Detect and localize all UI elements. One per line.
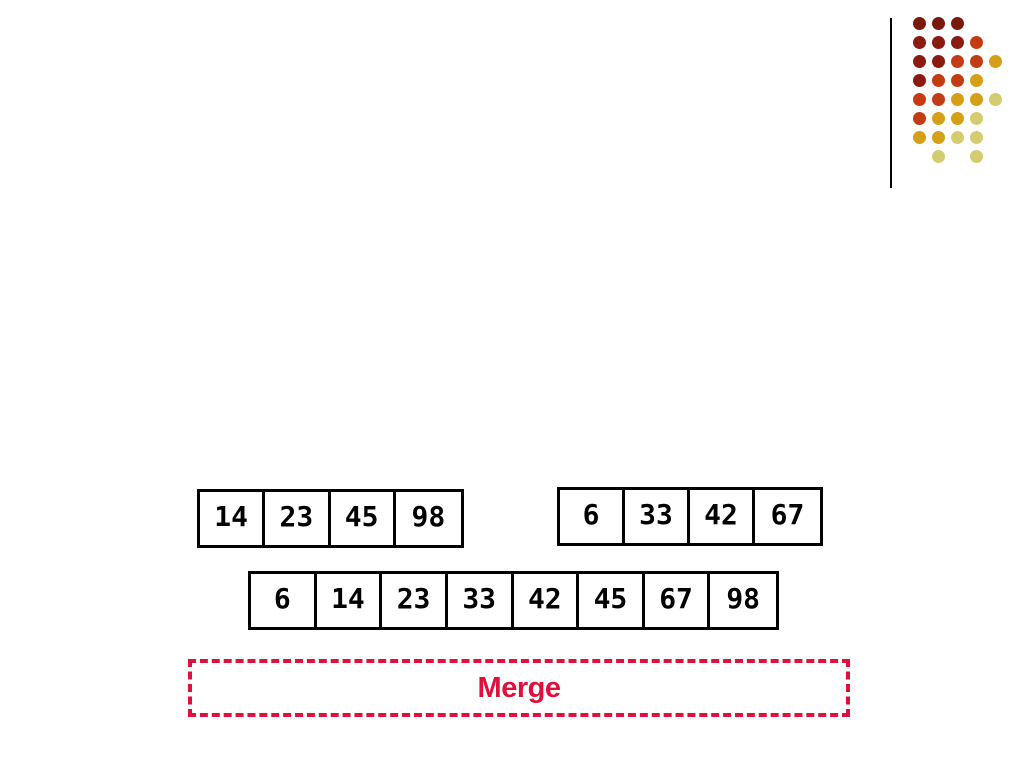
- merge-step-box: Merge: [188, 659, 850, 717]
- array-cell: 67: [645, 574, 711, 627]
- array-cell: 23: [265, 492, 331, 545]
- decorative-dot: [932, 150, 945, 163]
- decorative-dot: [970, 93, 983, 106]
- decorative-dot: [951, 36, 964, 49]
- array-cell: 98: [411, 500, 446, 533]
- merge-label: Merge: [477, 671, 561, 704]
- decorative-dot: [932, 93, 945, 106]
- decorative-dot: [913, 112, 926, 125]
- decorative-dot-grid: [0, 0, 1024, 200]
- decorative-dot: [913, 74, 926, 87]
- decorative-dot: [951, 112, 964, 125]
- decorative-dot: [913, 36, 926, 49]
- decorative-dot: [913, 17, 926, 30]
- decorative-dot: [970, 36, 983, 49]
- array-cell: 14: [317, 574, 383, 627]
- array-cell: 6: [560, 490, 626, 543]
- array-cell: 42: [690, 490, 756, 543]
- decorative-dot: [989, 93, 1002, 106]
- array-cell: 23: [382, 574, 448, 627]
- decorative-dot: [913, 131, 926, 144]
- array-cell: 45: [579, 574, 645, 627]
- left-sorted-array: 14 23 45 98: [197, 489, 464, 548]
- decorative-dot: [932, 112, 945, 125]
- decorative-dot: [970, 150, 983, 163]
- right-sorted-array: 6 33 42 67: [557, 487, 823, 546]
- merged-array: 6 14 23 33 42 45 67 98: [248, 571, 779, 630]
- array-cell: 98: [726, 582, 761, 615]
- array-cell: 42: [514, 574, 580, 627]
- decorative-dot: [989, 55, 1002, 68]
- decorative-dot: [932, 55, 945, 68]
- decorative-dot: [913, 55, 926, 68]
- array-cell: 67: [770, 498, 805, 531]
- decorative-dot: [970, 131, 983, 144]
- decorative-dot: [951, 74, 964, 87]
- decorative-dot: [932, 131, 945, 144]
- array-cell: 33: [625, 490, 691, 543]
- decorative-dot: [970, 74, 983, 87]
- array-cell: 14: [200, 492, 266, 545]
- decorative-dot: [913, 93, 926, 106]
- decorative-dot: [932, 17, 945, 30]
- array-cell: 6: [251, 574, 317, 627]
- decorative-dot: [951, 55, 964, 68]
- decorative-dot: [951, 131, 964, 144]
- array-cell: 45: [331, 492, 396, 545]
- decorative-dot: [970, 112, 983, 125]
- array-cell: 33: [448, 574, 514, 627]
- decorative-dot: [932, 74, 945, 87]
- decorative-dot: [932, 36, 945, 49]
- decorative-dot: [951, 93, 964, 106]
- decorative-dot: [951, 17, 964, 30]
- decorative-divider: [890, 18, 892, 188]
- decorative-dot: [970, 55, 983, 68]
